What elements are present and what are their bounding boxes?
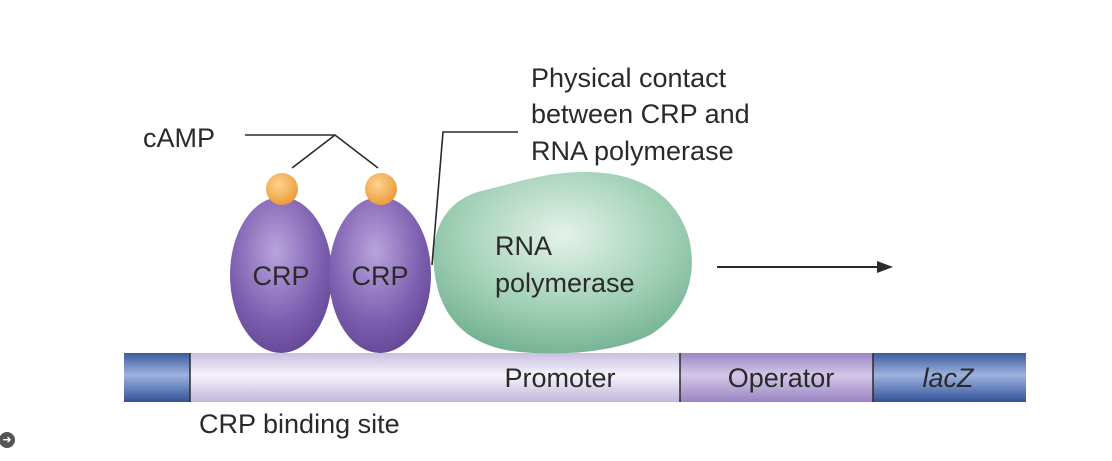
arrow-right-icon[interactable]: ➜ — [0, 432, 15, 448]
dna-strand — [124, 353, 1026, 402]
rnap-label-line1: RNA — [495, 231, 552, 261]
contact-label-line1: Physical contact — [531, 63, 727, 93]
promoter-label: Promoter — [504, 363, 615, 393]
crp-protein-left — [230, 197, 332, 353]
crp-binding-promoter-region — [190, 353, 680, 402]
contact-leader-line — [431, 131, 518, 266]
crp-label-left: CRP — [252, 261, 309, 291]
rna-polymerase-shape — [433, 172, 692, 354]
camp-molecule-right — [365, 173, 397, 205]
crp-label-right: CRP — [351, 261, 408, 291]
camp-leader-branch — [291, 134, 336, 169]
camp-label: cAMP — [143, 123, 215, 153]
operator-region — [680, 353, 873, 402]
transcription-arrow — [717, 261, 893, 273]
camp-leader-line — [245, 134, 379, 169]
rnap-label-line2: polymerase — [495, 268, 635, 298]
dna-left-end — [124, 353, 190, 402]
contact-label-line3: RNA polymerase — [531, 136, 734, 166]
lacz-region — [873, 353, 1026, 402]
leader-lines — [245, 131, 518, 266]
crp-protein-right — [329, 197, 431, 353]
camp-molecule-left — [266, 173, 298, 205]
crp-binding-site-label: CRP binding site — [199, 409, 400, 439]
contact-label-line2: between CRP and — [531, 99, 750, 129]
lacz-label: lacZ — [922, 363, 975, 393]
operator-label: Operator — [728, 363, 835, 393]
